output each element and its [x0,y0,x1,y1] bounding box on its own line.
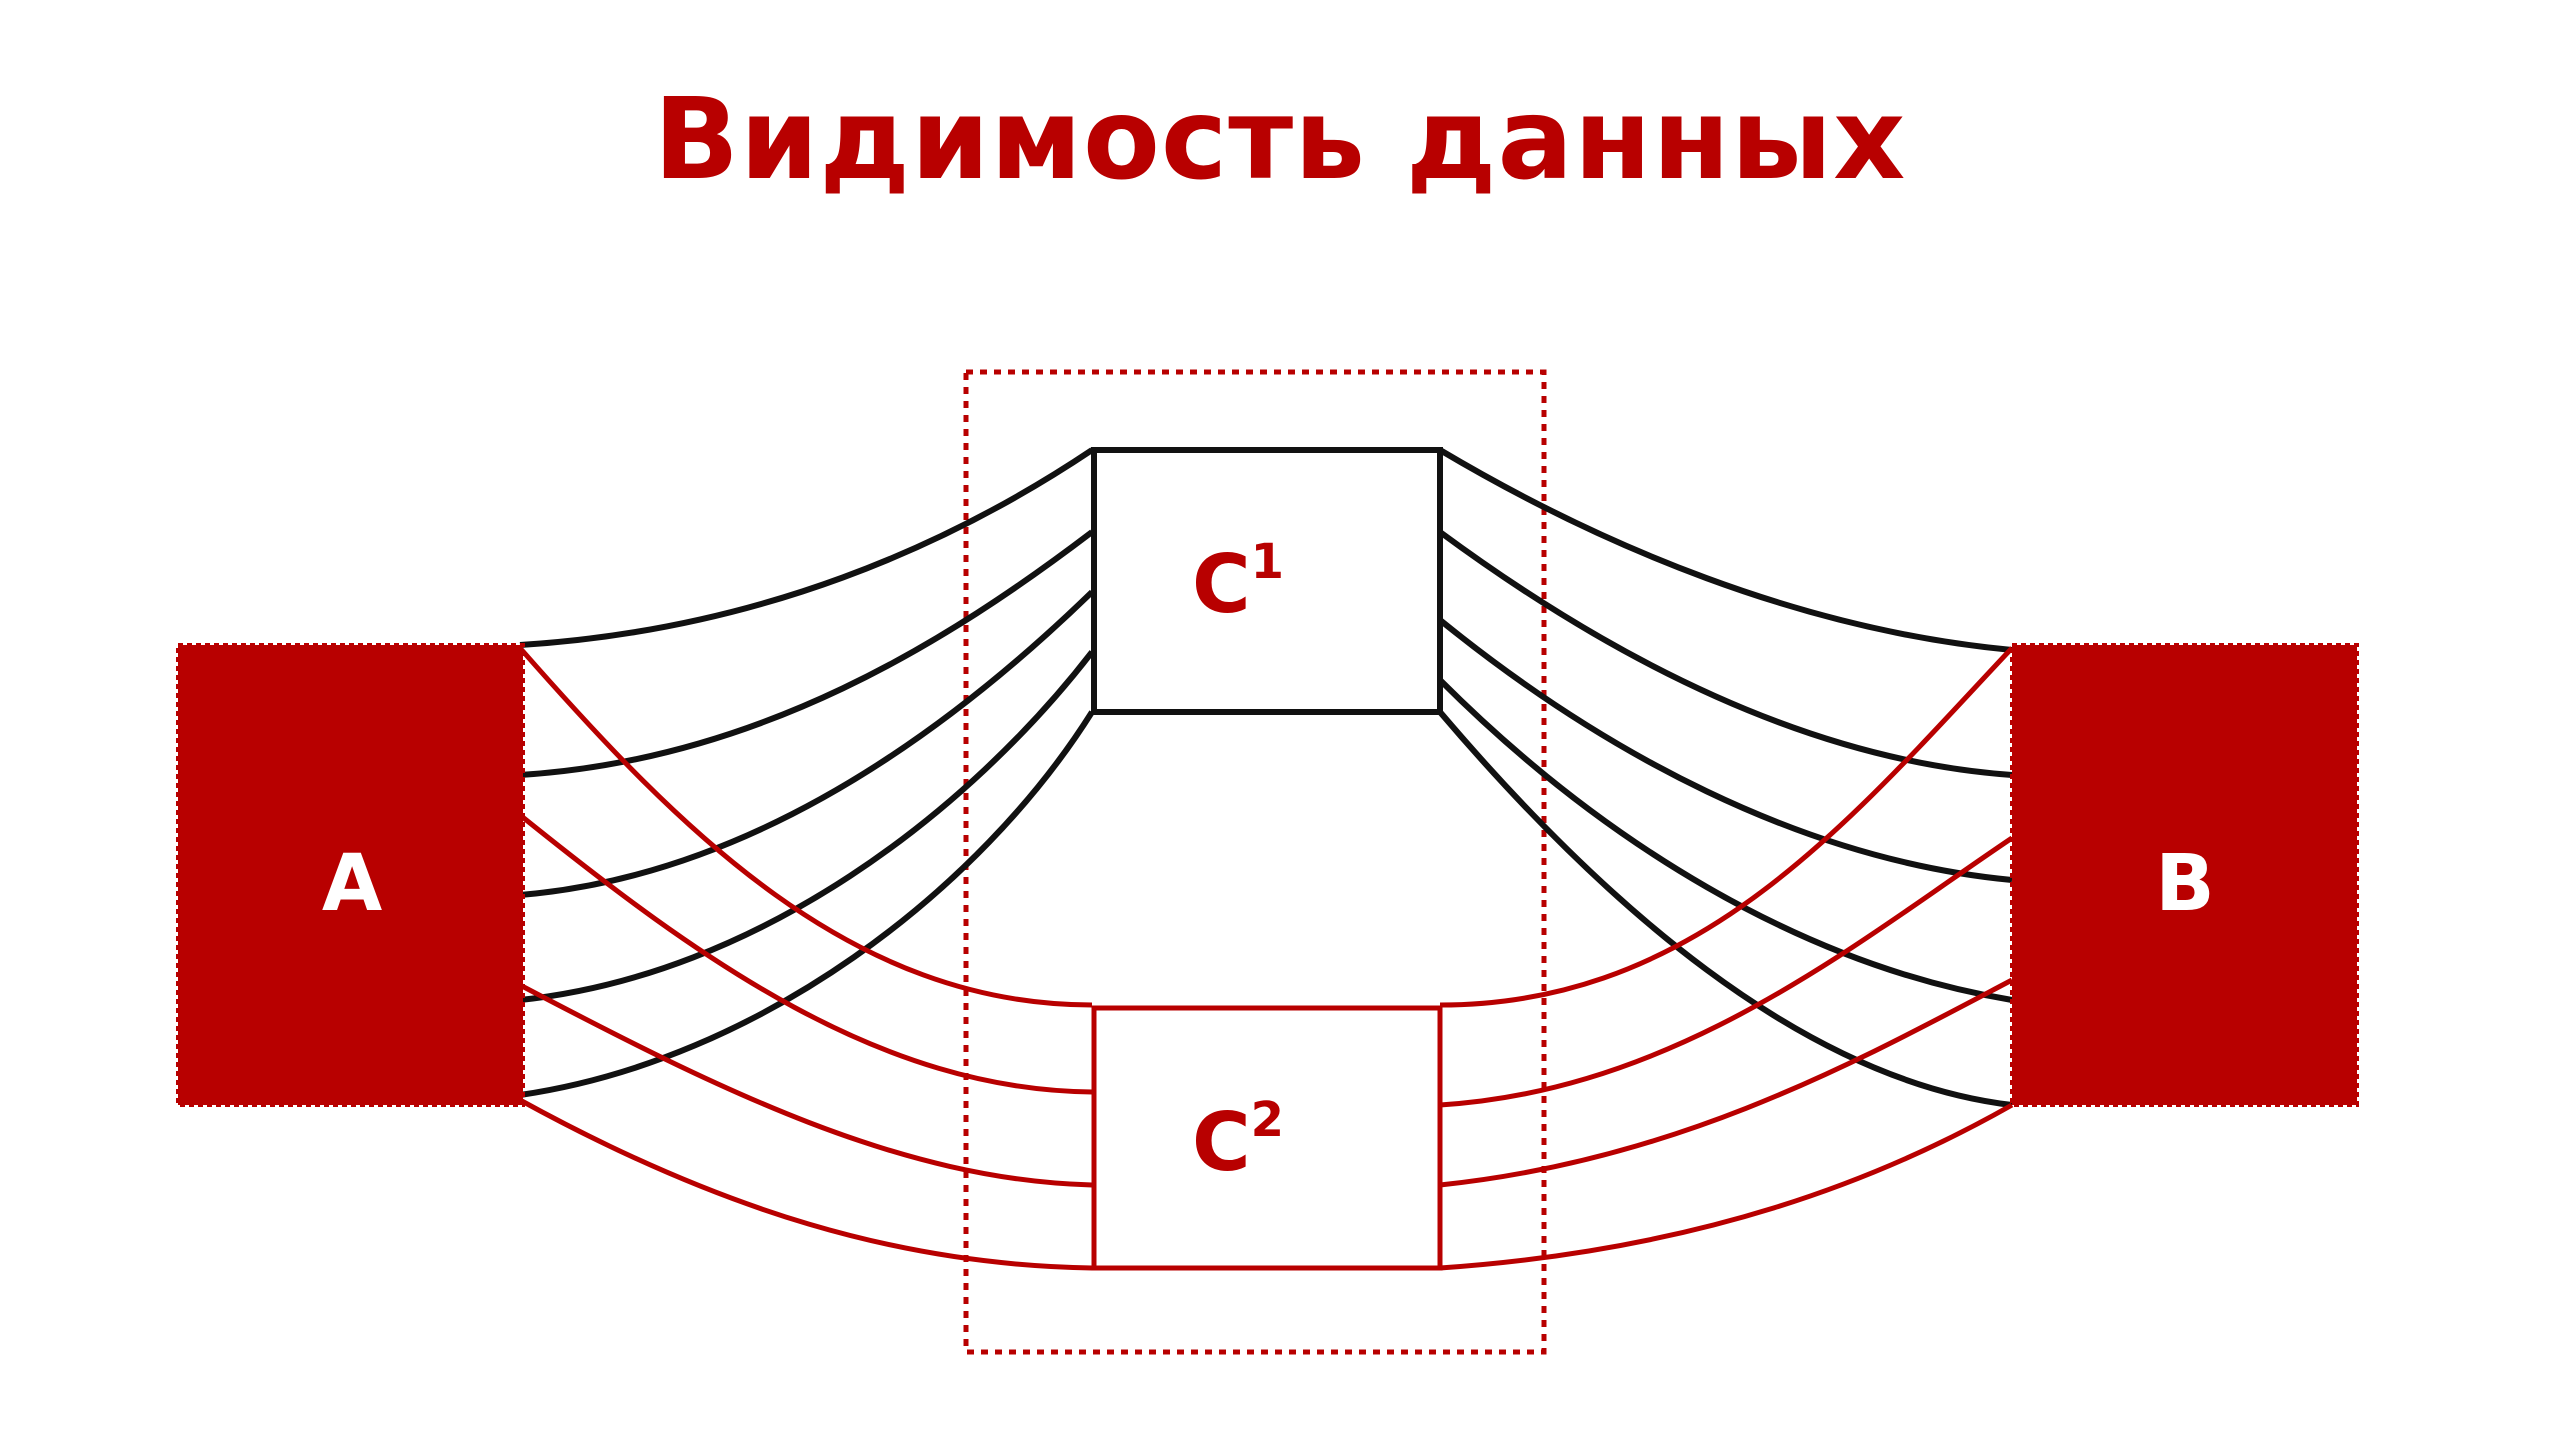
node-b-label: B [2155,839,2214,929]
link-a-c2-4 [518,1097,1093,1271]
node-c2-letter: C [1192,1096,1251,1189]
node-c1: C1 [1091,447,1443,715]
page-title: Видимость данных [653,75,1907,205]
node-a-label: A [322,839,382,929]
node-c1-superscript: 1 [1251,534,1284,590]
link-a-c2-3 [518,982,1093,1188]
link-a-c1-2 [519,529,1094,778]
node-c1-box [1091,447,1443,715]
node-b-box [2010,643,2359,1107]
node-c1-letter: C [1192,538,1251,631]
link-a-c1-3 [519,589,1095,898]
node-a: A [176,643,525,1107]
links-a-to-c2 [518,646,1093,1271]
link-c2-b-4 [1439,1102,2014,1271]
node-c2-box [1091,1005,1443,1271]
node-c2: C2 [1091,1005,1443,1271]
node-c2-label: C2 [1192,1092,1284,1189]
link-c1-b-1 [1438,447,2013,653]
link-c1-b-5 [1437,710,2013,1108]
link-a-c2-2 [518,813,1093,1095]
link-a-c1-4 [519,650,1095,1003]
node-c1-label: C1 [1192,534,1284,631]
link-c2-b-3 [1439,977,2014,1188]
link-c1-b-2 [1438,529,2013,778]
link-a-c1-5 [519,710,1095,1098]
link-a-c1-1 [519,447,1094,648]
node-c2-superscript: 2 [1251,1092,1284,1148]
links-c1-to-b [1437,447,2013,1108]
links-c2-to-b [1439,646,2014,1271]
node-b: B [2010,643,2359,1107]
links-a-to-c1 [519,447,1095,1098]
link-c1-b-4 [1437,677,2013,1003]
link-c2-b-2 [1439,835,2014,1108]
link-c2-b-1 [1439,646,2014,1008]
intermediary-boundary [963,369,1547,1355]
link-a-c2-1 [518,646,1093,1008]
link-c1-b-3 [1438,617,2013,883]
node-a-box [176,643,525,1107]
